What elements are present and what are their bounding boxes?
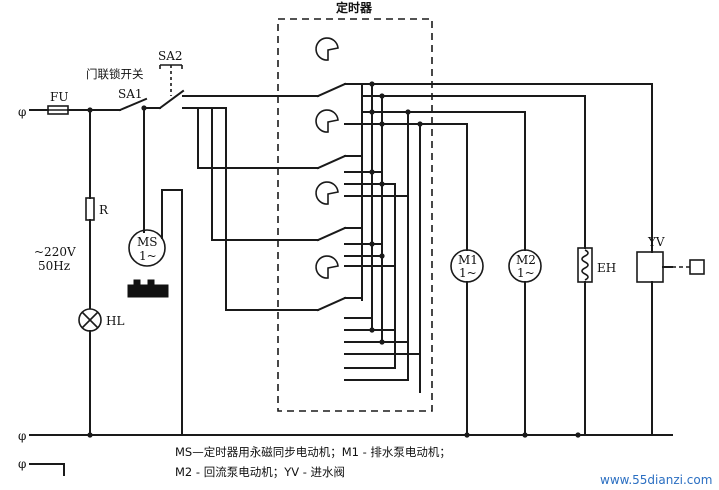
frequency-label: 50Hz <box>38 259 70 273</box>
ms-motor-icon <box>128 229 166 267</box>
cam-icon-4 <box>315 255 339 279</box>
voltage-label: ~220V <box>34 245 76 259</box>
sa2-label: SA2 <box>158 49 183 63</box>
valve-actuator <box>689 259 705 275</box>
cam-icon-2 <box>315 109 339 133</box>
ms-label-bottom: 1~ <box>139 249 157 263</box>
watermark: www.55dianzi.com <box>600 473 712 487</box>
timer-box <box>277 18 433 412</box>
terminal-top: φ <box>18 105 26 119</box>
m2-label-bottom: 1~ <box>517 266 535 280</box>
fuse-label: FU <box>50 90 68 104</box>
valve-label: YV <box>647 235 665 249</box>
sa1-label: SA1 <box>118 87 143 101</box>
ms-rotor-symbol <box>127 279 169 298</box>
lamp-label: HL <box>106 314 124 328</box>
heater-icon <box>577 247 593 283</box>
resistor-label: R <box>99 203 109 217</box>
timer-label: 定时器 <box>336 0 373 15</box>
m1-label-top: M1 <box>458 253 478 267</box>
door-switch-label: 门联锁开关 <box>86 67 144 81</box>
resistor <box>85 197 95 221</box>
valve-icon <box>636 251 664 283</box>
terminal-ground: φ <box>18 457 26 471</box>
cam-icon-1 <box>315 37 339 61</box>
sa2-switch <box>158 89 185 110</box>
heater-label: EH <box>597 261 616 275</box>
m1-label-bottom: 1~ <box>459 266 477 280</box>
lamp-icon <box>78 308 102 332</box>
terminal-bottom: φ <box>18 429 26 443</box>
ms-label-top: MS <box>137 235 158 249</box>
m2-label-top: M2 <box>516 253 536 267</box>
cam-icon-3 <box>315 181 339 205</box>
caption-line-2: M2 - 回流泵电动机；YV - 进水阀 <box>175 465 345 479</box>
caption-line-1: MS—定时器用永磁同步电动机；M1 - 排水泵电动机； <box>175 445 451 459</box>
sa1-switch <box>118 97 148 112</box>
